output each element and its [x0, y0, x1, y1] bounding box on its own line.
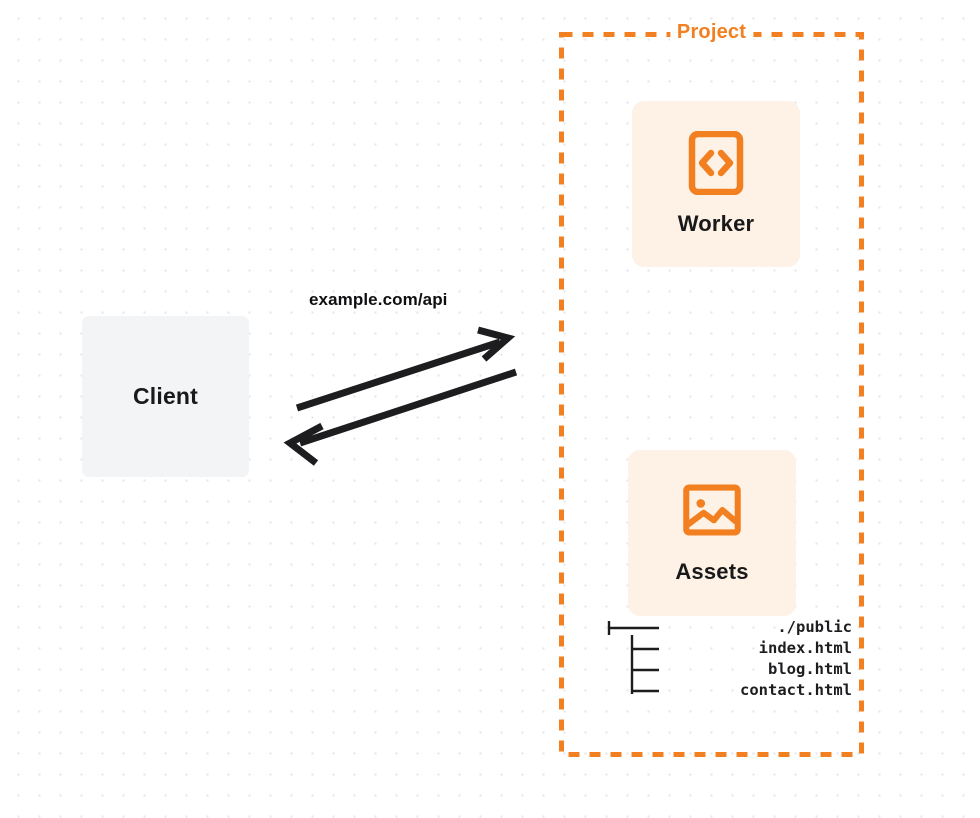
- service-label-worker: Worker: [677, 211, 755, 236]
- file-tree-label-root: ./public: [777, 618, 852, 636]
- service-card-assets[interactable]: Assets: [628, 450, 796, 616]
- client-node[interactable]: Client: [82, 316, 249, 477]
- file-tree-label-index: index.html: [758, 639, 852, 657]
- file-tree-row-root[interactable]: ./public: [607, 617, 852, 638]
- image-icon: [683, 481, 741, 539]
- file-tree: ./public index.html blog.html contact.ht…: [607, 617, 852, 701]
- file-tree-row-blog[interactable]: blog.html: [607, 659, 852, 680]
- service-card-worker[interactable]: Worker: [632, 101, 800, 267]
- file-tree-label-contact: contact.html: [740, 681, 852, 699]
- client-label: Client: [132, 383, 199, 409]
- file-tree-row-contact[interactable]: contact.html: [607, 680, 852, 701]
- file-tree-row-index[interactable]: index.html: [607, 638, 852, 659]
- code-brackets-icon: [687, 131, 745, 195]
- request-arrow: [295, 326, 516, 412]
- connection-label: example.com/api: [309, 290, 448, 309]
- tree-branch-lines: [607, 621, 659, 694]
- file-tree-label-blog: blog.html: [768, 660, 852, 678]
- project-container: Project Worker Assets: [559, 21, 864, 757]
- project-title: Project: [669, 21, 754, 44]
- service-label-assets: Assets: [675, 559, 749, 584]
- response-arrow: [283, 368, 518, 466]
